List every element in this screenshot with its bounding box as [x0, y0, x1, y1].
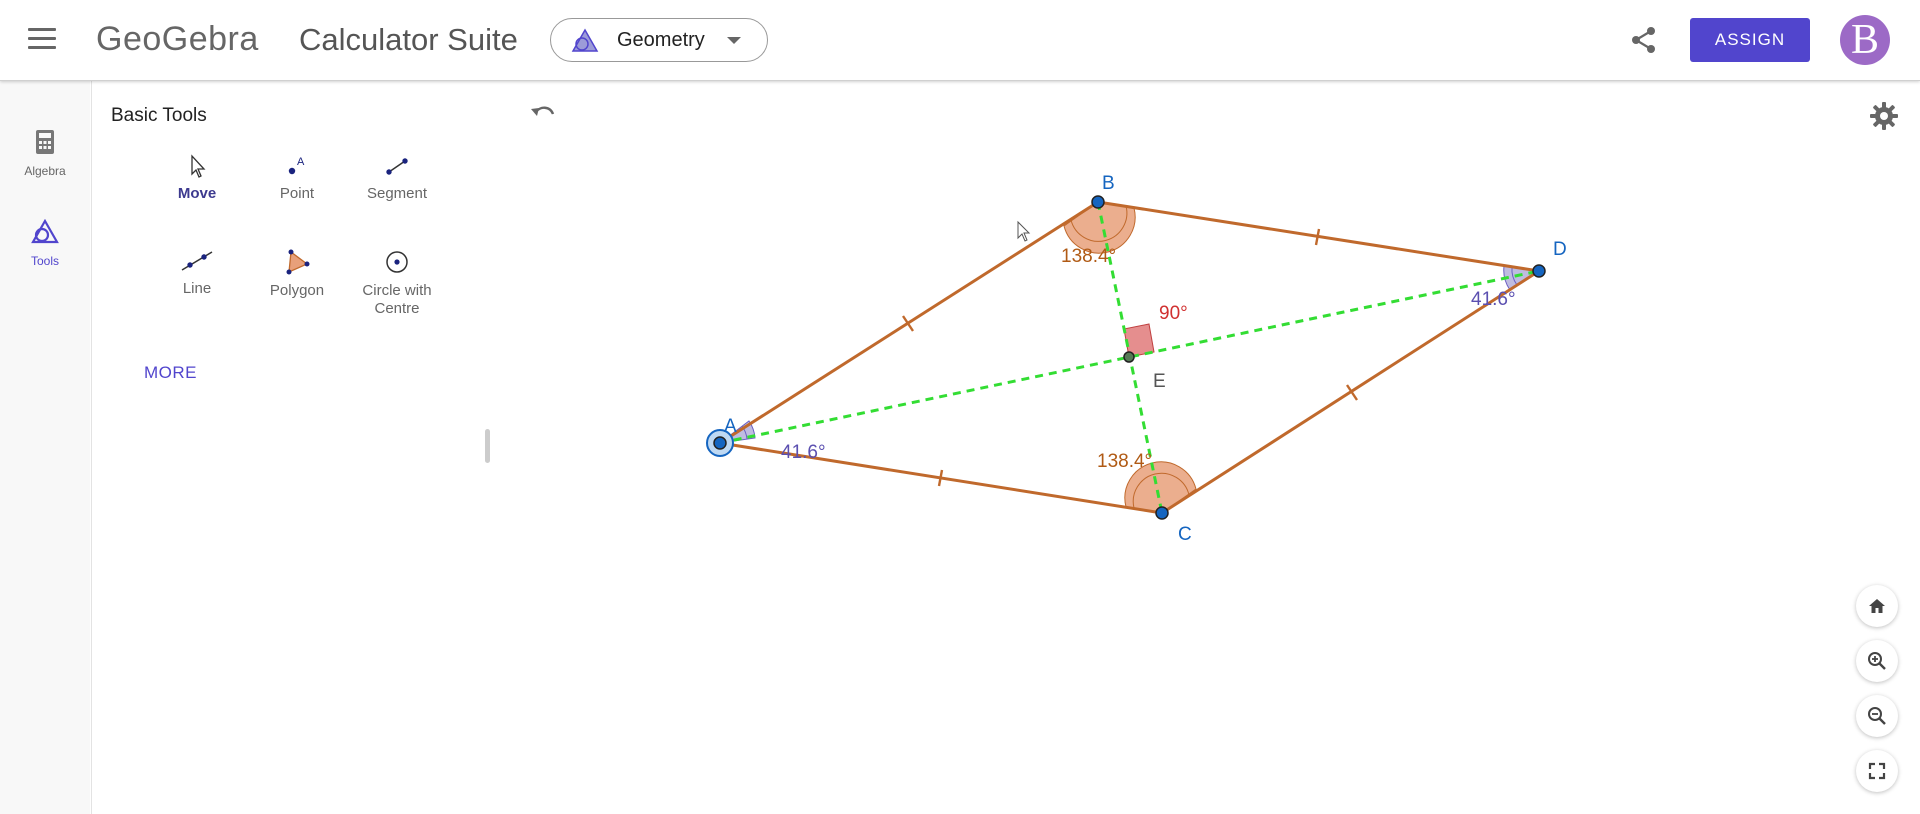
segment-icon [386, 158, 408, 175]
zoom-in-icon [1868, 652, 1886, 670]
tool-label: Point [279, 185, 315, 202]
rail-item-label: Algebra [24, 164, 66, 178]
zoom-out-button[interactable] [1856, 695, 1898, 737]
app-selector-label: Geometry [617, 29, 705, 51]
share-icon[interactable] [1630, 26, 1658, 59]
gear-icon[interactable] [1868, 100, 1900, 137]
tool-polygon[interactable]: Polygon [242, 248, 352, 300]
zoom-in-button[interactable] [1856, 640, 1898, 682]
assign-button[interactable]: ASSIGN [1690, 18, 1810, 62]
svg-text:A: A [297, 156, 305, 168]
tool-label: Line [182, 280, 212, 297]
calculator-icon [35, 130, 55, 159]
panel-resize-handle[interactable] [485, 429, 490, 463]
tool-point[interactable]: A Point [242, 153, 352, 203]
fullscreen-icon [1868, 762, 1886, 780]
tool-label: Polygon [269, 282, 325, 299]
fullscreen-button[interactable] [1856, 750, 1898, 792]
zoom-out-icon [1868, 707, 1886, 725]
tool-move[interactable]: Move [142, 153, 252, 203]
app-header: GeoGebra Calculator Suite Geometry ASSIG… [0, 0, 1920, 81]
rail-item-algebra[interactable]: Algebra [0, 129, 90, 178]
geogebra-logo[interactable]: GeoGebra [96, 20, 259, 58]
tools-heading: Basic Tools [111, 105, 207, 126]
polygon-icon [286, 249, 310, 275]
tool-line[interactable]: Line [142, 248, 252, 298]
rail-item-tools[interactable]: Tools [0, 218, 90, 268]
point-icon: A [288, 156, 305, 175]
tool-label: Segment [366, 185, 428, 202]
more-tools-button[interactable]: MORE [144, 363, 197, 382]
tools-icon [31, 218, 59, 249]
tool-label: Move [177, 185, 217, 202]
tool-segment[interactable]: Segment [342, 153, 452, 203]
circle-center-icon [386, 251, 408, 273]
chevron-down-icon [727, 37, 741, 44]
tool-circle-with-centre[interactable]: Circle with Centre [342, 248, 452, 318]
move-arrow-icon [191, 154, 206, 178]
hamburger-menu-icon[interactable] [28, 28, 56, 52]
geometry-app-icon [571, 28, 599, 59]
left-rail: Algebra Tools [0, 81, 90, 814]
home-icon [1869, 599, 1885, 613]
tool-label: Circle with Centre [362, 282, 432, 317]
app-selector-dropdown[interactable]: Geometry [550, 18, 768, 62]
tools-panel: Basic Tools Move A Point Segment Line Po [91, 81, 502, 814]
suite-title: Calculator Suite [299, 22, 518, 57]
user-avatar[interactable]: B [1840, 15, 1890, 65]
graphics-view[interactable] [501, 81, 1920, 814]
home-view-button[interactable] [1856, 585, 1898, 627]
rail-item-label: Tools [30, 254, 59, 268]
undo-icon[interactable] [528, 100, 558, 135]
line-icon [181, 251, 213, 271]
